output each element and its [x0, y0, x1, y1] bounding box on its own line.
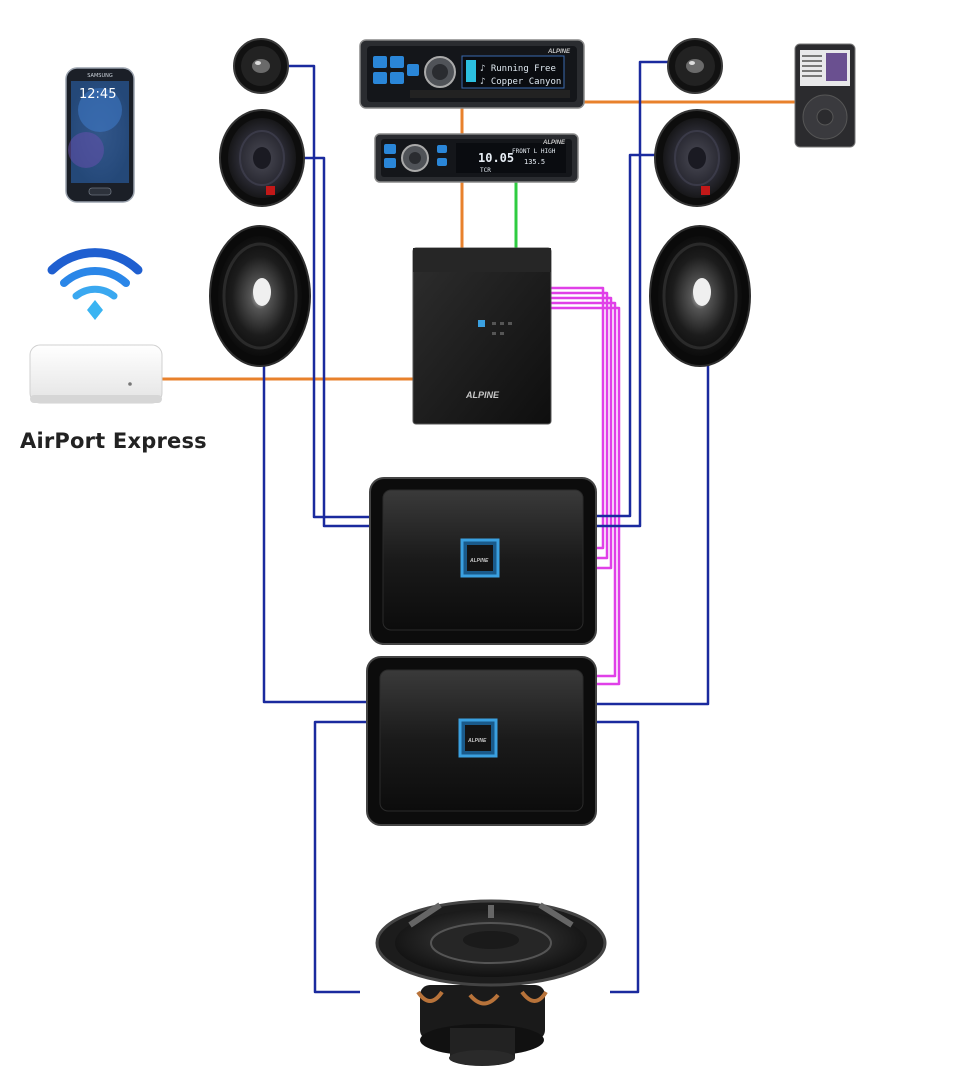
sound-processor-controller: 10.05 FRONT L HIGH 135.5 TCR ALPINE: [374, 133, 579, 183]
processor-display-freq: 135.5: [524, 158, 545, 166]
processor-display-sub: FRONT L HIGH: [512, 148, 556, 155]
right-coaxial-speaker: [654, 109, 740, 207]
amplifier-1-brand-logo: ALPINE: [469, 558, 489, 564]
head-unit-track-line1: ♪ Running Free: [480, 64, 556, 74]
amplifier-2-brand-logo: ALPINE: [467, 738, 487, 744]
phone-clock-text: 12:45: [79, 87, 116, 102]
phone-brand-text: SAMSUNG: [87, 73, 113, 79]
right-tweeter: [667, 38, 723, 94]
processor-display-tcr: TCR: [480, 167, 491, 174]
right-woofer: [649, 225, 751, 367]
wifi-icon: [47, 248, 143, 320]
left-woofer: [209, 225, 311, 367]
head-unit-brand-logo: ALPINE: [547, 49, 571, 55]
ipod-icon: [794, 43, 856, 148]
amplifier-1: ALPINE: [369, 477, 597, 645]
dsp-brand-logo: ALPINE: [465, 390, 500, 400]
head-unit-track-line2: ♪ Copper Canyon: [480, 77, 561, 87]
speaker-wire-blue: [262, 60, 710, 994]
amplifier-2: ALPINE: [366, 656, 597, 826]
left-tweeter: [233, 38, 289, 94]
airport-express-device: [29, 344, 163, 404]
left-coaxial-speaker: [219, 109, 305, 207]
dsp-processor-unit: ALPINE: [412, 247, 552, 425]
rca-cable-magenta-bundle: [550, 286, 621, 686]
smartphone-icon: SAMSUNG 12:45: [65, 67, 135, 203]
head-unit: ♪ Running Free ♪ Copper Canyon ALPINE: [359, 39, 585, 109]
subwoofer: [375, 899, 607, 1066]
processor-brand-logo: ALPINE: [542, 140, 566, 146]
processor-display-main: 10.05: [478, 151, 514, 165]
airport-express-label: AirPort Express: [20, 429, 207, 453]
rca-cable-orange: [162, 100, 795, 381]
